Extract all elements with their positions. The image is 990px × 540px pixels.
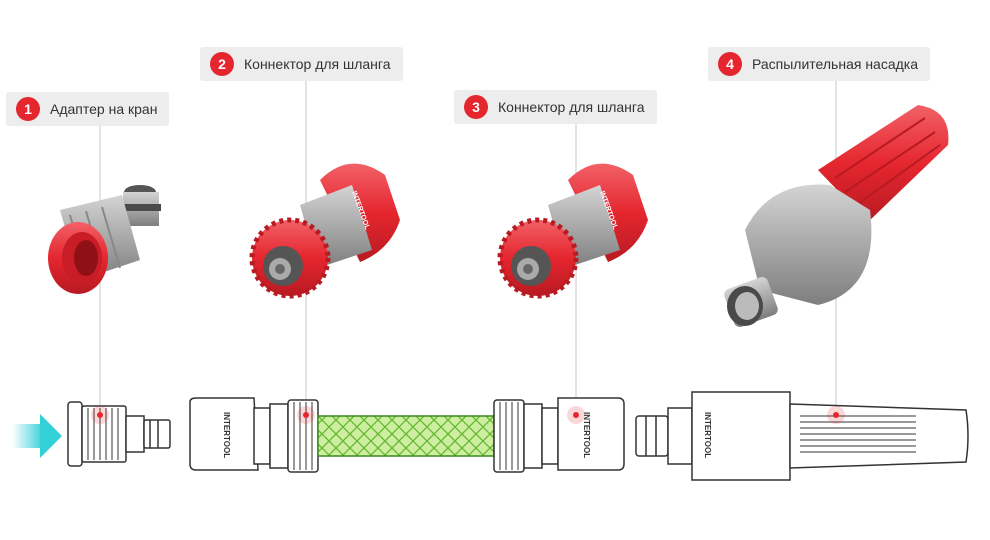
hose-connector-photo-1: INTERTOOL (249, 163, 400, 299)
callout-label: Адаптер на кран (50, 101, 158, 117)
callout-tap-adapter: 1 Адаптер на кран (6, 92, 170, 126)
spray-nozzle-photo (724, 105, 949, 327)
callout-hose-connector-1: 2 Коннектор для шланга (200, 47, 403, 81)
leader-markers (91, 406, 845, 424)
callout-spray-nozzle: 4 Распылительная насадка (708, 47, 931, 81)
tap-adapter-photo (48, 185, 161, 294)
callout-label: Распылительная насадка (752, 56, 919, 72)
flow-arrow (12, 414, 62, 458)
brand-mark-line-3: INTERTOOL (582, 412, 591, 458)
callout-label: Коннектор для шланга (244, 56, 391, 72)
hose-connector-photo-2: INTERTOOL (497, 163, 648, 299)
leader-lines (99, 80, 837, 415)
assembly-line-art (67, 391, 969, 481)
callout-number-badge: 3 (464, 95, 488, 119)
brand-mark-line-2: INTERTOOL (222, 412, 231, 458)
callout-hose-connector-2: 3 Коннектор для шланга (454, 90, 657, 124)
callout-number-badge: 2 (210, 52, 234, 76)
brand-mark-line-4: INTERTOOL (703, 412, 712, 458)
callout-label: Коннектор для шланга (498, 99, 645, 115)
callout-number-badge: 4 (718, 52, 742, 76)
callout-number-badge: 1 (16, 97, 40, 121)
